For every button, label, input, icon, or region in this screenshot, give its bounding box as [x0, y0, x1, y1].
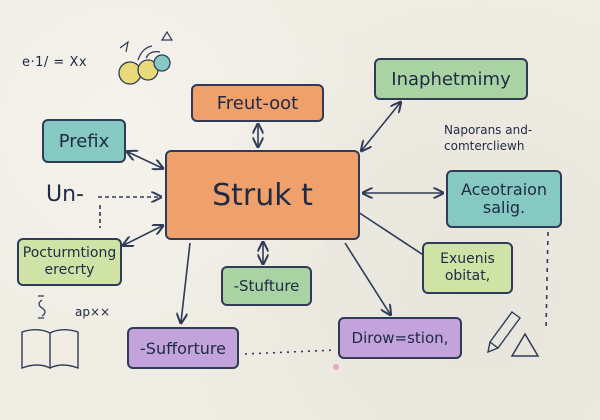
connector-suff [181, 242, 191, 322]
free-text-apx: ap×× [75, 305, 111, 319]
node-aceotraion-line2: salig. [482, 198, 526, 217]
center-node[interactable]: Struk t [165, 150, 360, 240]
node-sufforture-label: -Sufforture [140, 338, 226, 358]
connector-diro [344, 242, 390, 314]
pencil-icon [487, 311, 521, 354]
node-inaphetmimy[interactable]: Inaphetmimy [374, 58, 528, 100]
node-prefix-label: Prefix [58, 130, 110, 152]
free-text-un: Un- [46, 182, 84, 207]
node-inaphetmimy-label: Inaphetmimy [391, 68, 511, 90]
node-exuenis-line2: obitat, [444, 268, 491, 284]
node-exuenis-line1: Exuenis [440, 251, 495, 268]
node-pocturmtiong-line2: erecrty [44, 262, 95, 278]
connector-poct [124, 226, 162, 245]
free-text-naporans: Naporans and- comtercliewh [444, 122, 532, 154]
node-pocturmtiong-line1: Pocturmtiong [22, 245, 117, 262]
free-text-naporans-line2: comtercliewh [444, 139, 525, 154]
node-aceotraion-line1: Aceotraion [460, 179, 548, 199]
fruit-doodle-icon [118, 30, 174, 85]
node-stufture[interactable]: -Stufture [221, 266, 312, 306]
node-freut-oot[interactable]: Freut-oot [191, 84, 324, 122]
node-dirowstion[interactable]: Dirow=stion, [338, 317, 462, 359]
node-freut-oot-label: Freut-oot [216, 92, 299, 114]
node-dirowstion-label: Dirow=stion, [351, 329, 449, 347]
dashed-right-vertical [545, 231, 549, 331]
node-exuenis[interactable]: Exuenis obitat, [422, 242, 513, 294]
connector-exue [357, 211, 434, 262]
dotted-suff-diro [244, 349, 337, 355]
connector-inaph [362, 103, 400, 150]
triangle-icon [510, 332, 540, 357]
node-stufture-label: -Stufture [233, 277, 300, 295]
free-text-naporans-line1: Naporans and- [444, 123, 533, 137]
free-text-equation: e·1/ = Xx [22, 55, 88, 70]
connector-prefix [128, 152, 162, 168]
pink-dot [333, 364, 339, 370]
node-sufforture[interactable]: -Sufforture [127, 327, 239, 369]
node-prefix[interactable]: Prefix [42, 119, 126, 163]
node-aceotraion[interactable]: Aceotraion salig. [446, 170, 562, 228]
center-node-label: Struk t [212, 177, 313, 213]
node-pocturmtiong[interactable]: Pocturmtiong erecrty [17, 238, 122, 286]
book-doodle-icon [21, 295, 79, 370]
